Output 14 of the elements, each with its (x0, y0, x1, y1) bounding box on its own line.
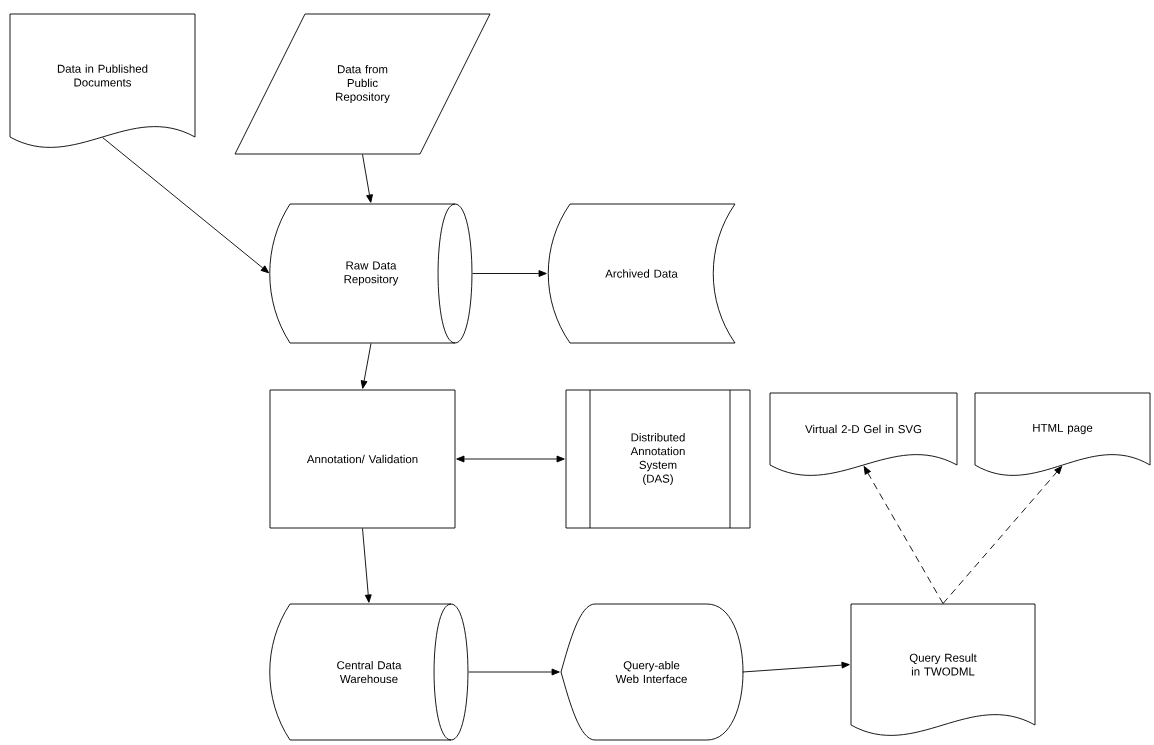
arrow (362, 528, 372, 603)
arrow (102, 137, 270, 274)
arrow (362, 154, 373, 203)
process-box: Annotation/ Validation (269, 389, 456, 529)
stored-data-cylinder: Raw Data Repository (269, 203, 473, 344)
arrow (360, 343, 372, 389)
arrow (456, 455, 565, 463)
arrow (863, 466, 944, 604)
arrow (742, 661, 850, 673)
predefined-process-box: Distributed Annotation System (DAS) (565, 389, 751, 529)
stored-data-cylinder: Central Data Warehouse (269, 603, 469, 741)
arrow (942, 465, 1063, 604)
arrow (472, 270, 547, 277)
arrow (468, 668, 560, 676)
